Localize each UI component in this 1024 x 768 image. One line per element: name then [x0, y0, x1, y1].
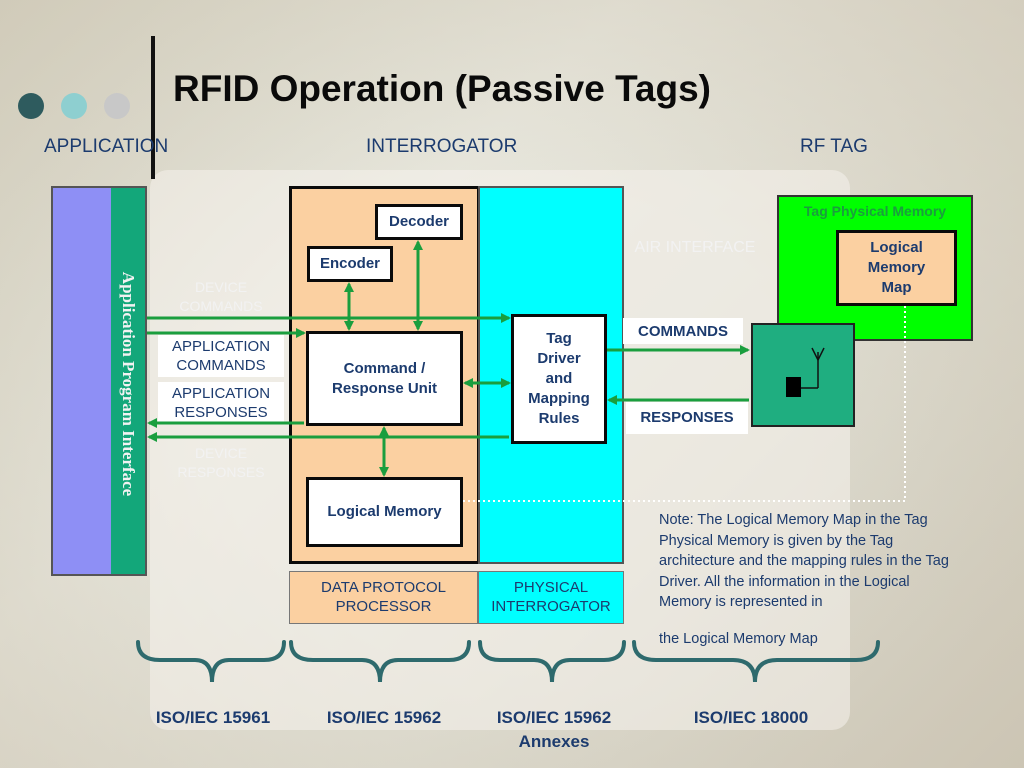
header-interrogator: INTERROGATOR: [366, 136, 518, 157]
commands-label: COMMANDS: [638, 323, 728, 340]
note-line-2: the Logical Memory Map: [659, 630, 818, 647]
title-divider: [151, 36, 155, 179]
responses-label: RESPONSES: [640, 409, 734, 426]
tag-physical-memory-label: Tag Physical Memory: [803, 203, 947, 219]
standard-15961: ISO/IEC 15961: [155, 708, 271, 727]
app-commands-bg: [158, 335, 284, 377]
brace-15961: [136, 640, 286, 683]
phys-sublabel-box: [478, 571, 624, 624]
decor-dot-dark: [18, 93, 44, 119]
dpp-sublabel: DATA PROTOCOL PROCESSOR: [320, 579, 447, 615]
slide-title: RFID Operation (Passive Tags): [173, 68, 711, 109]
application-responses-label: APPLICATION RESPONSES: [171, 385, 271, 421]
standard-15962-annexes: ISO/IEC 15962 Annexes: [496, 708, 612, 751]
note-line-1: Note: The Logical Memory Map in the Tag …: [659, 512, 949, 610]
commands-bg: [623, 318, 743, 344]
responses-bg: [626, 402, 748, 434]
logical-memory-map-box: Logical Memory Map: [836, 230, 957, 306]
device-commands-label: DEVICE COMMANDS: [179, 279, 263, 314]
logical-memory-box: Logical Memory: [306, 477, 463, 547]
decor-dot-gray: [104, 93, 130, 119]
rf-tag-antenna-block: [751, 323, 855, 427]
standard-18000: ISO/IEC 18000: [693, 708, 809, 727]
phys-sublabel: PHYSICAL INTERROGATOR: [491, 579, 611, 615]
decor-dot-light: [61, 93, 87, 119]
antenna-icon: [800, 347, 825, 389]
note-text: Note: The Logical Memory Map in the Tag …: [659, 510, 959, 649]
dotted-mapping-line: [463, 306, 906, 502]
application-commands-label: APPLICATION COMMANDS: [171, 338, 271, 374]
command-response-unit-box: Command / Response Unit: [306, 331, 463, 426]
header-application: APPLICATION: [44, 136, 169, 157]
encoder-box: Encoder: [307, 246, 393, 282]
brace-15962: [289, 640, 471, 683]
brace-annexes: [478, 640, 626, 683]
header-rf-tag: RF TAG: [800, 136, 868, 157]
dpp-sublabel-box: [289, 571, 478, 624]
api-strip: [111, 188, 145, 574]
device-responses-label: DEVICE RESPONSES: [177, 445, 265, 480]
air-interface-label: AIR INTERFACE: [634, 239, 756, 256]
chip-icon: [786, 377, 801, 397]
app-responses-bg: [158, 382, 284, 424]
standard-15962: ISO/IEC 15962: [326, 708, 442, 727]
decoder-box: Decoder: [375, 204, 463, 240]
tag-driver-box: Tag Driver and Mapping Rules: [511, 314, 607, 444]
brace-18000: [632, 640, 880, 683]
